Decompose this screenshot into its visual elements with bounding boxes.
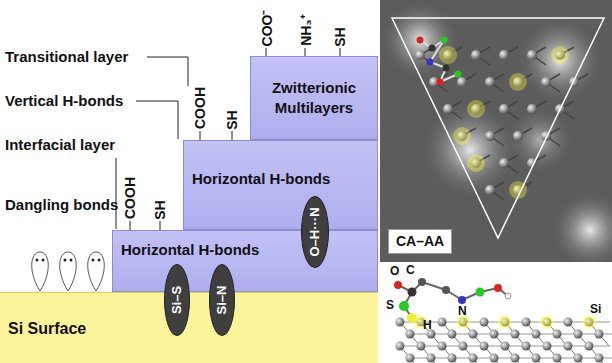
functional-group: SH <box>332 27 348 46</box>
functional-group: SH <box>224 110 240 129</box>
functional-group: COO⁻ <box>257 9 276 46</box>
functional-group: SH <box>152 200 168 219</box>
stm-blob <box>505 105 575 175</box>
bond-oval: Si–S <box>164 264 190 336</box>
node-text: Si–N <box>213 286 231 315</box>
node-text: Zwitterionic Multilayers <box>259 78 369 119</box>
atom-label: H <box>423 318 432 332</box>
functional-group: COOH <box>122 177 138 219</box>
atom-label: S <box>386 298 394 312</box>
unit-triangle <box>392 18 604 238</box>
layer-name: Dangling bonds <box>5 196 118 213</box>
atom-label: N <box>458 304 467 318</box>
atom-label: O <box>390 264 399 278</box>
bond-oval: Si–N <box>209 264 235 336</box>
node-text: Horizontal H-bonds <box>192 169 369 189</box>
electron-pair <box>36 259 101 262</box>
leader-line <box>116 158 117 229</box>
functional-group: NH₃⁺ <box>296 14 315 46</box>
node-text: Horizontal H-bonds <box>121 240 369 260</box>
node-text: Si Surface <box>8 318 370 340</box>
layer-box: Zwitterionic Multilayers <box>250 56 378 140</box>
stm-blob <box>515 15 605 105</box>
node-text: Si–S <box>168 286 186 314</box>
image-label: CA–AA <box>388 229 452 254</box>
node-text: CA–AA <box>396 232 444 251</box>
stm-blob <box>380 0 460 80</box>
layer-name: Interfacial layer <box>5 136 115 153</box>
leader-line <box>147 57 188 86</box>
bond-oval: O–H···N <box>301 196 329 268</box>
layer-name: Transitional layer <box>5 48 128 65</box>
atom-label: Si <box>590 302 601 316</box>
si-cluster <box>396 315 612 363</box>
atom-label: C <box>406 263 415 277</box>
stm-blob <box>550 190 612 270</box>
model-ground <box>380 262 612 363</box>
dangling-bond <box>32 252 105 291</box>
node-text: O–H···N <box>306 207 324 256</box>
functional-group: COOH <box>192 87 208 129</box>
layer-name: Vertical H-bonds <box>5 92 123 109</box>
molecule-model <box>394 278 511 323</box>
stm-blob <box>420 100 520 200</box>
layer-box: Horizontal H-bonds <box>183 140 378 230</box>
layer-box: Horizontal H-bonds <box>112 230 378 292</box>
leader-line <box>136 101 178 139</box>
